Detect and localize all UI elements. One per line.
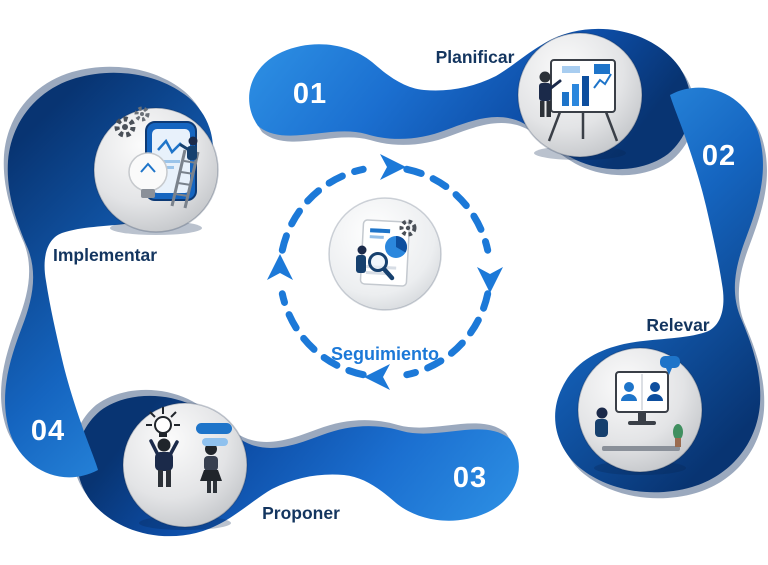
step-label-proponer: Proponer — [262, 503, 340, 523]
gear-small-icon — [134, 106, 150, 122]
center-label: Seguimiento — [331, 344, 439, 364]
cycle-arrow-left-icon — [267, 254, 293, 280]
implementar-illustration-icon — [93, 106, 219, 235]
lightbulb-icon — [154, 416, 172, 434]
cycle-ring — [278, 165, 492, 379]
step-number-04: 04 — [31, 415, 65, 447]
step-label-relevar: Relevar — [646, 315, 709, 335]
step-label-planificar: Planificar — [436, 47, 515, 67]
gear-icon — [114, 116, 136, 138]
magnifier-icon — [368, 252, 388, 272]
cycle-arrow-right-icon — [477, 267, 503, 293]
step-number-01: 01 — [293, 78, 327, 110]
speech-bubble-icon — [196, 423, 232, 434]
proponer-illustration-icon — [122, 402, 248, 530]
step-number-02: 02 — [702, 140, 736, 172]
chat-bubble-icon — [660, 356, 680, 368]
cycle-arrow-top-icon — [380, 154, 406, 180]
step-label-implementar: Implementar — [53, 245, 157, 265]
lightbulb-large-icon — [128, 152, 168, 192]
seguimiento-illustration-icon — [328, 197, 442, 311]
step-number-03: 03 — [453, 462, 487, 494]
planificar-illustration-icon — [517, 32, 643, 160]
cycle-arrow-bottom-icon — [364, 364, 390, 390]
relevar-illustration-icon — [577, 347, 703, 475]
